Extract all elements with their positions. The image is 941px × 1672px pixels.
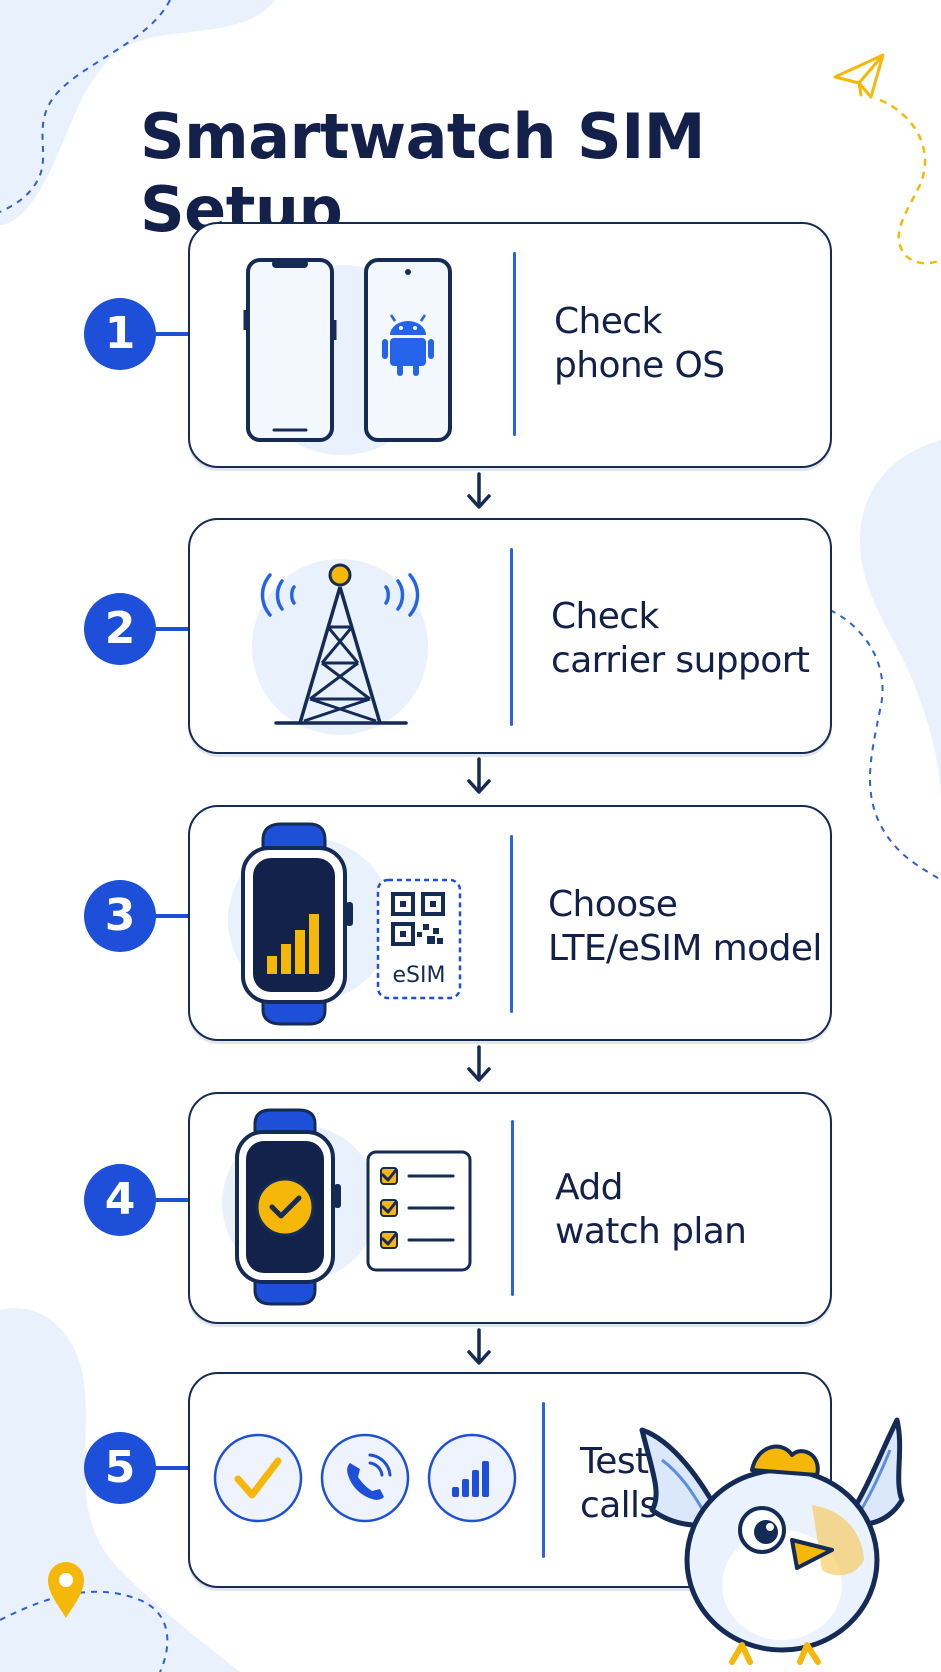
step-2-connector [156,627,190,631]
step-1-illustration [243,258,452,455]
step-1-number: 1 [84,298,156,370]
step-5-illustration [213,1433,517,1523]
checklist-icon [366,1150,472,1272]
step-5-connector [156,1466,190,1470]
blob-right [860,440,941,800]
step-4-divider [511,1120,514,1296]
step-5-label: Test calls [580,1441,658,1526]
smartwatch-check-icon [235,1108,341,1306]
step-4-illustration [222,1108,472,1306]
step-3-divider [510,835,513,1013]
checkmark-circle-icon [213,1433,303,1523]
android-phone-icon [364,258,452,442]
arrow-down-icon [467,757,491,794]
arrow-down-icon [467,1045,491,1082]
step-3-label: Choose LTE/eSIM model [548,884,822,969]
step-4-label: Add watch plan [555,1167,747,1252]
page-title: Smartwatch SIM Setup [140,100,705,246]
step-1-divider [513,252,516,436]
step-5-number: 5 [84,1432,156,1504]
dashed-curve-top-left [0,0,171,213]
signal-bars-icon [427,1433,517,1523]
step-3-illustration: eSIM [228,822,462,1026]
smartwatch-signal-icon [241,822,353,1026]
step-2-illustration [252,559,428,735]
android-logo-icon [382,314,434,376]
step-2-label: Check carrier support [551,596,810,681]
esim-badge-text: eSIM [393,963,446,988]
step-4-connector [156,1198,190,1202]
step-4-number: 4 [84,1164,156,1236]
iphone-icon [243,258,337,442]
step-3-connector [156,914,190,918]
dashed-curve-bottom-left [0,1590,169,1672]
step-1-connector [156,332,190,336]
location-pin-icon [48,1562,84,1618]
phone-call-icon [320,1433,410,1523]
bird-mascot-icon [639,1417,905,1665]
blob-top-left [0,0,275,225]
cell-tower-icon [260,563,420,725]
step-3-number: 3 [84,880,156,952]
dashed-curve-yellow [879,98,941,265]
step-2-number: 2 [84,593,156,665]
step-2-divider [510,548,513,726]
arrow-down-icon [467,1328,491,1365]
paper-plane-icon [833,53,885,99]
qr-code-icon: eSIM [376,878,462,1000]
step-5-divider [542,1402,545,1558]
arrow-down-icon [467,472,491,509]
step-1-label: Check phone OS [554,301,725,386]
